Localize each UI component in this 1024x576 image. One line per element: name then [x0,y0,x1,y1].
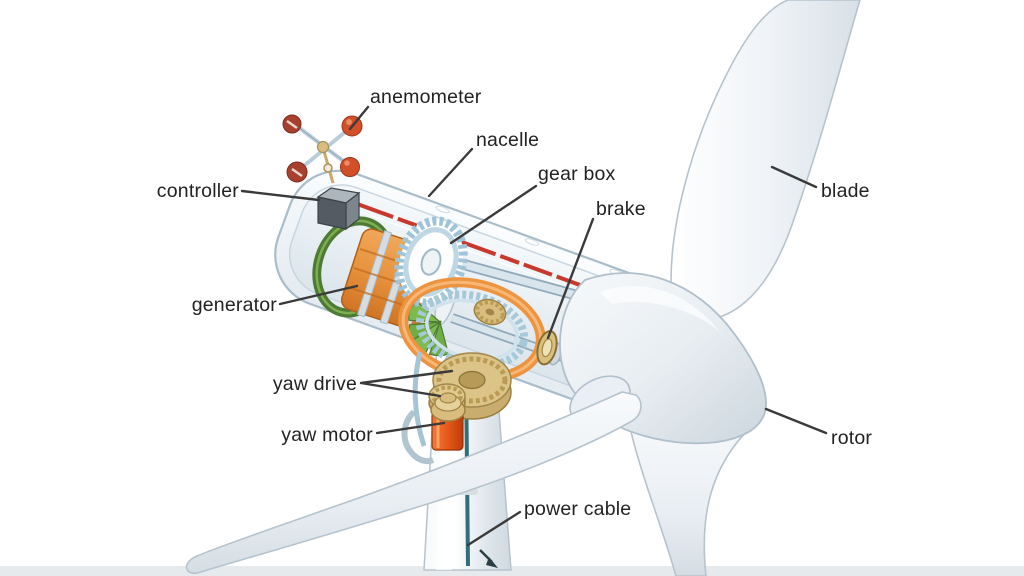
bottom-strip [0,566,1024,576]
leader-nacelle [427,147,474,198]
controller-shape [316,187,361,231]
leader-lines [240,105,828,547]
leader-rotor [764,407,828,435]
leader-controller [240,189,321,202]
label-brake: brake [596,198,646,220]
label-controller: controller [157,180,240,202]
label-gear-box: gear box [538,163,616,185]
label-nacelle: nacelle [476,129,539,151]
blade-left-shape [185,391,642,575]
anemometer-icon [282,114,363,184]
yaw-motor-shape [401,351,466,465]
cooling-pipe-shape [412,351,427,447]
brake-shape [536,330,562,366]
label-yaw-motor: yaw motor [281,424,373,446]
label-rotor: rotor [831,427,872,449]
cooling-fan-shape [408,301,450,357]
leader-gear-box [449,184,538,245]
yaw-pipe-shape [401,409,435,465]
pinion-gear-shape [473,298,507,326]
label-anemometer: anemometer [370,86,482,108]
label-yaw-drive: yaw drive [273,373,357,395]
label-power-cable: power cable [524,498,631,520]
leader-yaw-drive [359,369,454,398]
label-blade: blade [821,180,870,202]
leader-yaw-motor [375,421,446,435]
labels: anemometer nacelle gear box brake blade … [157,86,872,520]
leader-power-cable [466,510,522,547]
leader-generator [278,284,359,306]
label-generator: generator [192,294,278,316]
leader-brake [546,217,595,340]
cable-arrow-icon [486,557,498,568]
leader-anemometer [348,105,370,131]
blade-upper-shape [670,0,861,320]
leader-blade [770,165,818,189]
